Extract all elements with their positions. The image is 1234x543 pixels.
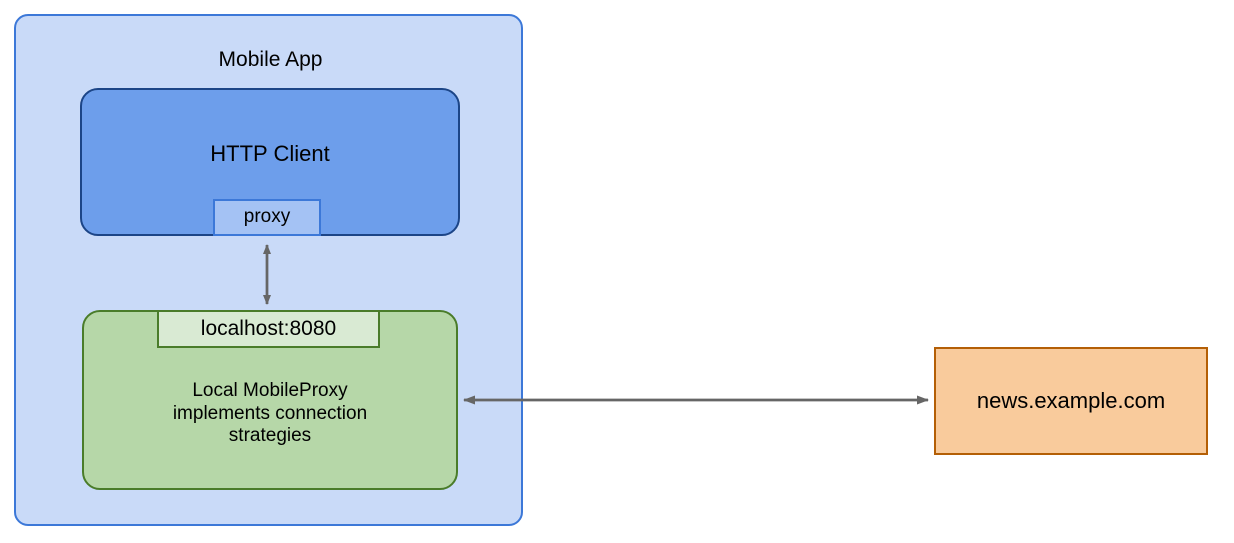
proxy-port-label: proxy [243,206,291,228]
localhost-port-label-box[interactable]: localhost:8080 [157,310,380,348]
remote-server-label: news.example.com [976,388,1166,414]
http-client-label: HTTP Client [210,141,330,167]
local-mobileproxy-label: Local MobileProxy implements connection … [172,380,368,447]
localhost-port-label: localhost:8080 [200,316,337,340]
mobile-app-title: Mobile App [218,48,323,71]
remote-server-node[interactable]: news.example.com [934,347,1208,455]
proxy-port-label-box[interactable]: proxy [213,199,321,236]
